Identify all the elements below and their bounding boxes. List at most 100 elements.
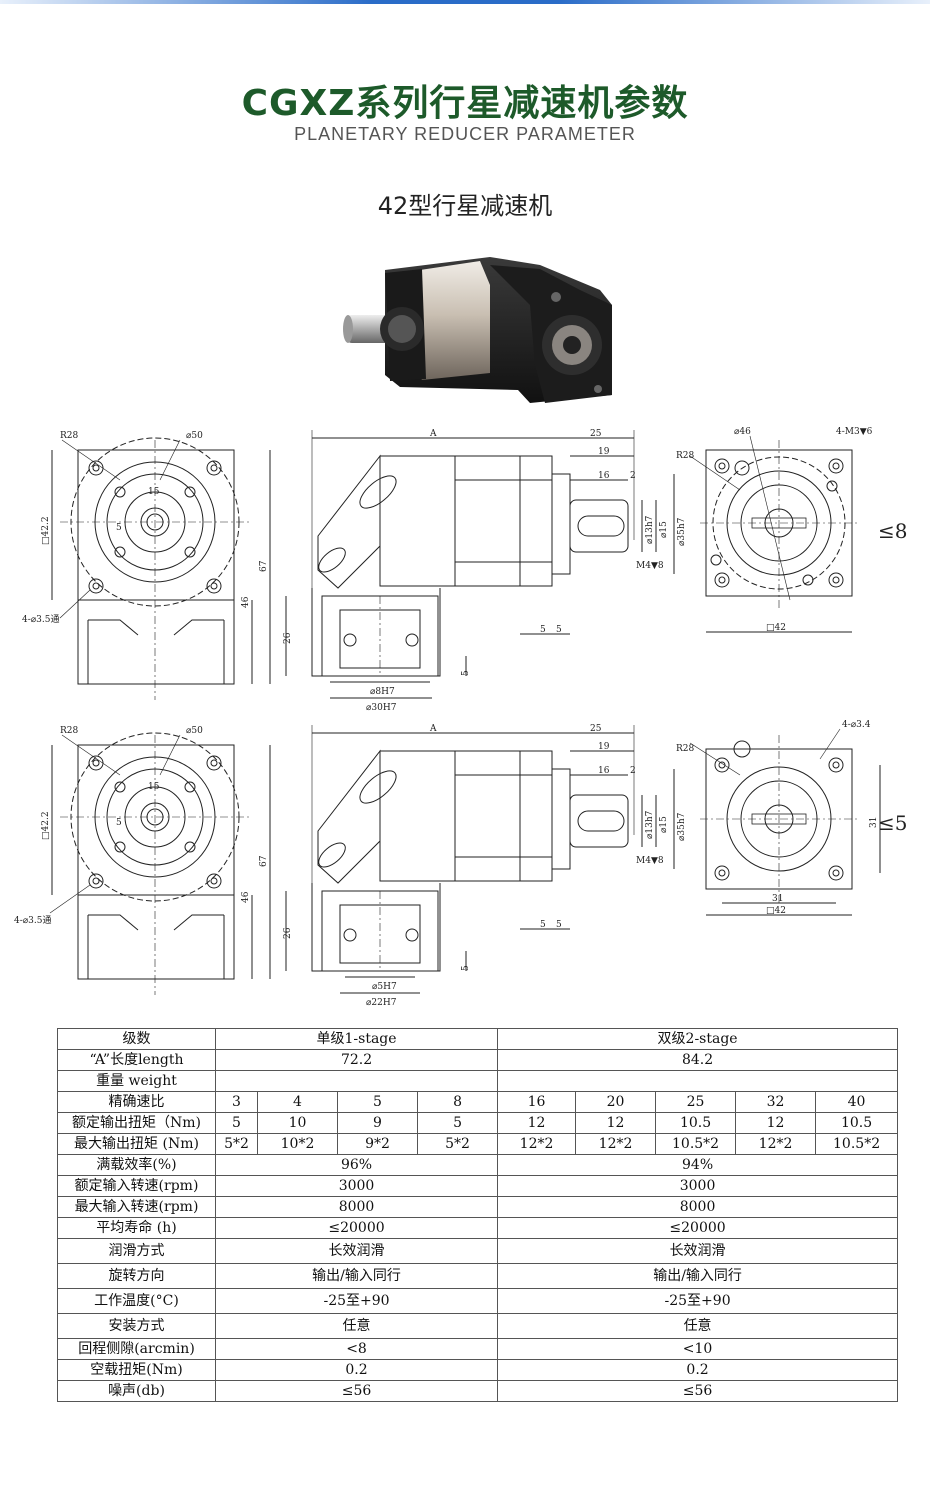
table-row: 满载效率(%) 96% 94% bbox=[57, 1154, 899, 1176]
cell: 任意 bbox=[497, 1313, 899, 1339]
label-holes-b: 4-⌀3.5通 bbox=[14, 915, 52, 926]
cell: 20 bbox=[575, 1091, 657, 1113]
table-row: 重量 weight bbox=[57, 1070, 899, 1092]
label-25-b: 25 bbox=[590, 724, 602, 734]
label-5v: 5 bbox=[461, 670, 471, 676]
label-phi13-b: ⌀13h7 bbox=[645, 810, 655, 839]
table-row: 最大输入转速(rpm) 8000 8000 bbox=[57, 1196, 899, 1218]
cell: 12*2 bbox=[575, 1133, 657, 1155]
cell: 8000 bbox=[214, 1196, 499, 1218]
label-31-v: 31 bbox=[869, 817, 879, 828]
cell: 3000 bbox=[497, 1175, 899, 1197]
cell: 0.2 bbox=[214, 1359, 499, 1381]
cell: 3000 bbox=[214, 1175, 499, 1197]
label-5-b: 5 bbox=[116, 818, 122, 828]
label-phi50: ⌀50 bbox=[186, 431, 203, 441]
cell: 10 bbox=[257, 1112, 338, 1134]
model-heading: 42型行星减速机 bbox=[377, 192, 553, 220]
label-2: 2 bbox=[630, 471, 636, 481]
spec-table: 级数 单级1-stage 双级2-stage “A”长度length 72.2 … bbox=[57, 1028, 899, 1402]
label-m4: M4▼8 bbox=[636, 561, 664, 571]
label-15: 15 bbox=[148, 487, 160, 497]
cell: 10.5*2 bbox=[815, 1133, 899, 1155]
drawing-front-view-top bbox=[51, 437, 271, 700]
label-26-b: 26 bbox=[283, 927, 293, 939]
stage1-header: 单级1-stage bbox=[214, 1028, 499, 1050]
row-label: 额定输入转速(rpm) bbox=[57, 1175, 216, 1197]
cell: 16 bbox=[497, 1091, 577, 1113]
cell: 12*2 bbox=[497, 1133, 577, 1155]
cell: 9 bbox=[337, 1112, 418, 1134]
label-holes: 4-⌀3.5通 bbox=[22, 614, 60, 625]
cell: <8 bbox=[214, 1338, 499, 1360]
row-label: 最大输入转速(rpm) bbox=[57, 1196, 216, 1218]
row-label: 润滑方式 bbox=[57, 1238, 216, 1264]
cell: 12 bbox=[735, 1112, 817, 1134]
label-r28-right: R28 bbox=[676, 451, 695, 461]
label-5b-b: 5 bbox=[556, 920, 562, 930]
page-title: CGXZ系列行星减速机参数 bbox=[241, 83, 689, 124]
cell: <10 bbox=[497, 1338, 899, 1360]
cell: -25至+90 bbox=[497, 1288, 899, 1314]
cell: 72.2 bbox=[214, 1049, 499, 1071]
row-label: 工作温度(°C) bbox=[57, 1288, 216, 1314]
page-subtitle: PLANETARY REDUCER PARAMETER bbox=[294, 124, 636, 144]
label-r28-right-b: R28 bbox=[676, 744, 695, 754]
row-label: 安装方式 bbox=[57, 1313, 216, 1339]
label-16: 16 bbox=[598, 471, 610, 481]
label-r28: R28 bbox=[60, 431, 79, 441]
label-15-b: 15 bbox=[148, 782, 160, 792]
technical-drawings: R28 ⌀50 15 5 □42.2 67 46 4-⌀3.5通 A 25 19… bbox=[14, 427, 907, 1008]
label-phi35-b: ⌀35h7 bbox=[677, 812, 687, 841]
label-31-h: 31 bbox=[772, 894, 783, 904]
cell: -25至+90 bbox=[214, 1288, 499, 1314]
cell: 长效润滑 bbox=[214, 1238, 499, 1264]
table-row: 安装方式 任意 任意 bbox=[57, 1313, 899, 1339]
stage2-header: 双级2-stage bbox=[497, 1028, 899, 1050]
row-label: 回程侧隙(arcmin) bbox=[57, 1338, 216, 1360]
label-holes4: 4-⌀3.4 bbox=[842, 720, 871, 730]
cell: 4 bbox=[257, 1091, 338, 1113]
row-label: 空载扭矩(Nm) bbox=[57, 1359, 216, 1381]
cell: 40 bbox=[815, 1091, 899, 1113]
table-row: 平均寿命 (h) ≤20000 ≤20000 bbox=[57, 1217, 899, 1239]
label-5: 5 bbox=[116, 523, 122, 533]
row-label: 满载效率(%) bbox=[57, 1154, 216, 1176]
label-46: 46 bbox=[241, 596, 251, 608]
label-phi22: ⌀22H7 bbox=[366, 998, 397, 1008]
table-row: 级数 单级1-stage 双级2-stage bbox=[57, 1028, 899, 1050]
label-a-b: A bbox=[429, 724, 437, 734]
cell: 9*2 bbox=[337, 1133, 418, 1155]
cell: 84.2 bbox=[497, 1049, 899, 1071]
cell: 0.2 bbox=[497, 1359, 899, 1381]
row-label: 噪声(db) bbox=[57, 1380, 216, 1402]
label-5b: 5 bbox=[556, 625, 562, 635]
label-5a: 5 bbox=[540, 625, 546, 635]
cell: 3 bbox=[215, 1091, 258, 1113]
label-5a-b: 5 bbox=[540, 920, 546, 930]
label-sq42-right: □42 bbox=[766, 623, 786, 633]
cell: 10*2 bbox=[257, 1133, 338, 1155]
cell: 32 bbox=[735, 1091, 817, 1113]
row-label: 平均寿命 (h) bbox=[57, 1217, 216, 1239]
row-label: 最大输出扭矩 (Nm) bbox=[57, 1133, 216, 1155]
cell: 10.5*2 bbox=[655, 1133, 737, 1155]
cell: 12 bbox=[497, 1112, 577, 1134]
cell: 8000 bbox=[497, 1196, 899, 1218]
label-a: A bbox=[429, 429, 437, 439]
drawing-flange-view-top bbox=[689, 435, 860, 633]
cell bbox=[497, 1070, 899, 1092]
label-phi50-b: ⌀50 bbox=[186, 726, 203, 736]
cell: 10.5 bbox=[815, 1112, 899, 1134]
label-19: 19 bbox=[598, 447, 610, 457]
drawing-front-view-bottom bbox=[49, 732, 271, 995]
label-sq42-right-b: □42 bbox=[766, 906, 786, 916]
label-16-b: 16 bbox=[598, 766, 610, 776]
label-19-b: 19 bbox=[598, 742, 610, 752]
table-row: 回程侧隙(arcmin) <8 <10 bbox=[57, 1338, 899, 1360]
label-5v-b: 5 bbox=[461, 965, 471, 971]
label-m4-b: M4▼8 bbox=[636, 856, 664, 866]
label-phi35: ⌀35h7 bbox=[677, 517, 687, 546]
label-2-b: 2 bbox=[630, 766, 636, 776]
cell: 8 bbox=[416, 1091, 499, 1113]
